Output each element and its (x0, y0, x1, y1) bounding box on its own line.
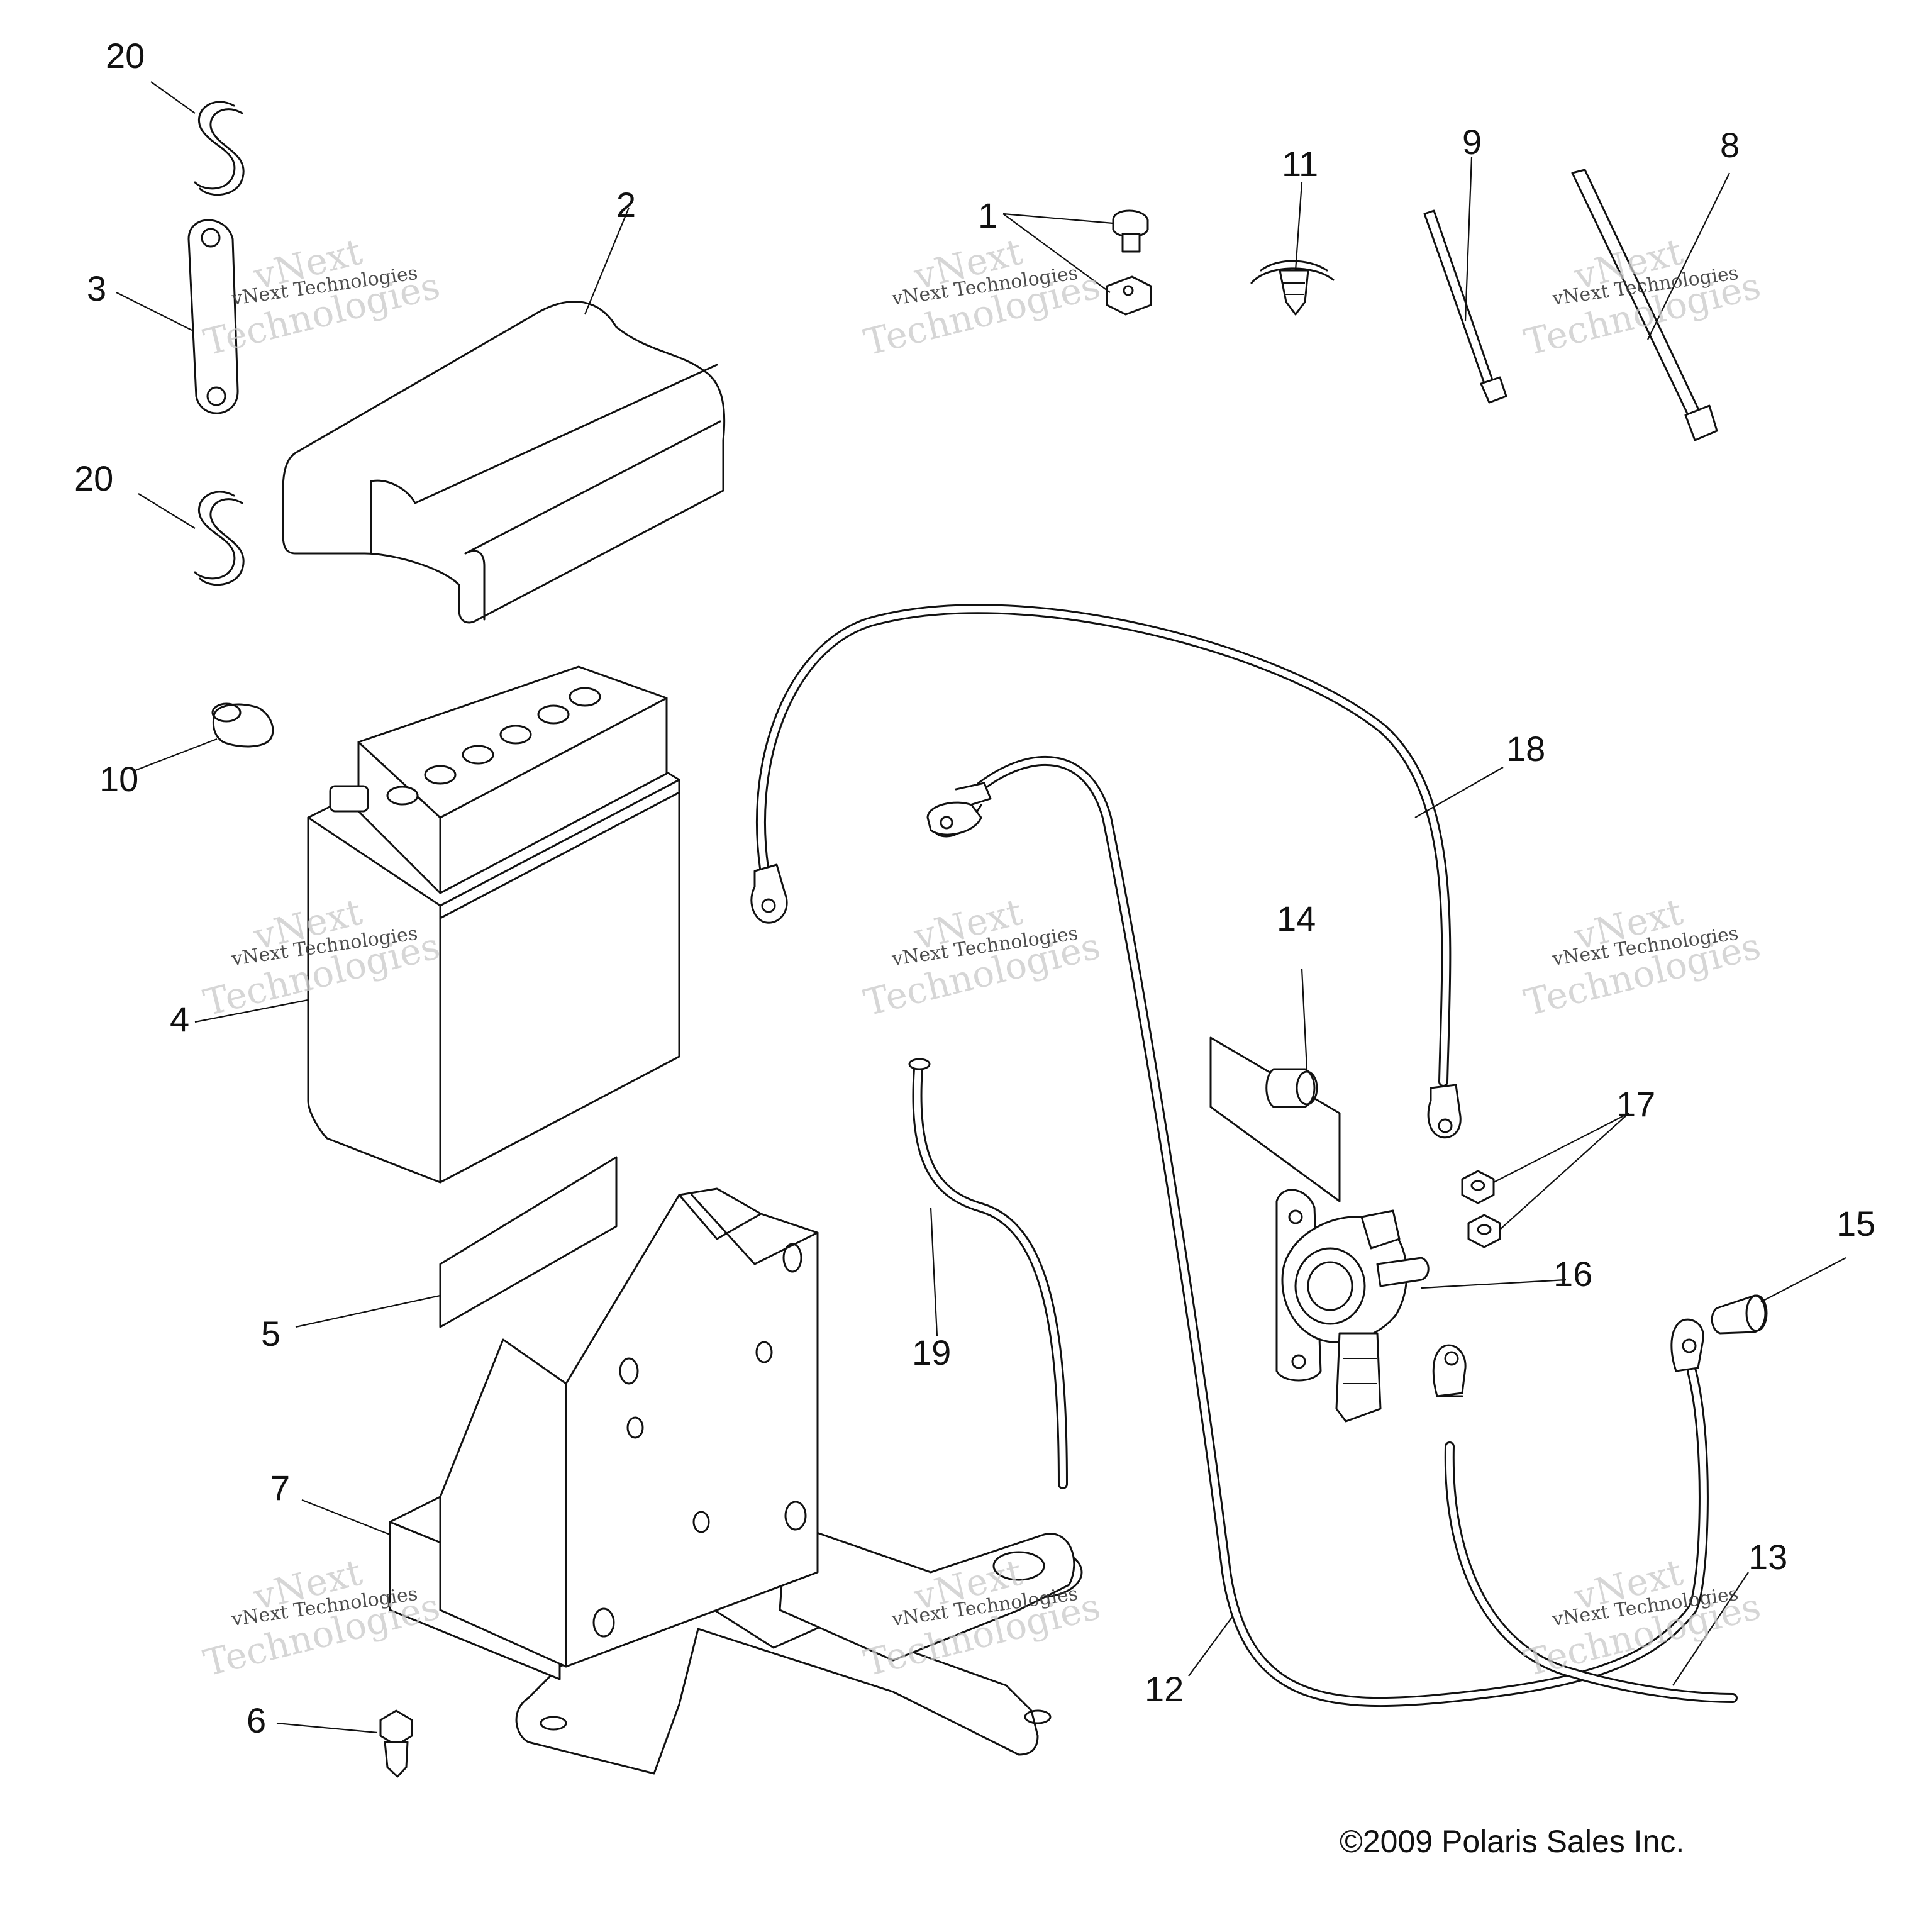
watermark-middle-center: vNext vNext Technologies Technologies (860, 891, 1104, 1024)
callout-15: 15 (1836, 1204, 1875, 1243)
battery-cell-caps (386, 687, 601, 806)
callout-labels: 20 2 3 20 1 11 9 8 10 18 4 14 17 15 16 5… (74, 36, 1875, 1740)
watermark-top-center: vNext vNext Technologies Technologies (860, 230, 1104, 364)
part-19-vent-hose (908, 1058, 1068, 1489)
callout-18: 18 (1506, 729, 1545, 769)
part-17-nuts (1461, 1170, 1501, 1248)
callout-5: 5 (261, 1314, 280, 1353)
watermark-middle-right: vNext vNext Technologies Technologies (1520, 891, 1765, 1024)
callout-7: 7 (270, 1468, 290, 1507)
callout-13: 13 (1748, 1537, 1787, 1577)
callout-19: 19 (912, 1333, 951, 1372)
part-20-s-hook-upper (194, 101, 245, 196)
part-15-plug (1711, 1294, 1768, 1335)
watermark-bottom-right: vNext vNext Technologies Technologies (1520, 1551, 1765, 1685)
part-13-cable (1432, 1344, 1738, 1703)
callout-11: 11 (1282, 144, 1318, 184)
part-1-screw-and-nut (1106, 209, 1152, 316)
part-11-push-rivet (1250, 260, 1335, 316)
part-8-cable-tie (1571, 169, 1718, 441)
part-20-s-hook-lower (194, 491, 245, 586)
callout-17: 17 (1616, 1084, 1655, 1124)
part-4-battery (307, 665, 680, 1184)
part-10-terminal-cap (211, 702, 274, 748)
part-6-bolt (379, 1709, 413, 1778)
callout-4: 4 (170, 999, 189, 1039)
callout-3: 3 (87, 269, 106, 308)
callout-10: 10 (99, 759, 138, 799)
part-3-battery-strap (187, 219, 239, 414)
callout-8: 8 (1720, 125, 1740, 165)
watermark-top-left: vNext vNext Technologies Technologies (199, 230, 444, 364)
part-12-cable (926, 755, 1709, 1707)
part-9-cable-tie (1423, 209, 1507, 404)
part-5-battery-pad (439, 1156, 618, 1328)
callout-20-lower: 20 (74, 458, 113, 498)
part-18-cable (750, 604, 1462, 1139)
callout-20-upper: 20 (106, 36, 145, 75)
callout-6: 6 (247, 1701, 266, 1740)
callout-9: 9 (1462, 122, 1482, 162)
part-7-battery-box (389, 1187, 1083, 1775)
watermark-middle-left: vNext vNext Technologies Technologies (199, 891, 444, 1024)
callout-1: 1 (978, 196, 997, 235)
copyright-text: ©2009 Polaris Sales Inc. (1340, 1824, 1684, 1859)
part-14-plug (1209, 1036, 1341, 1202)
part-2-battery-cover (282, 301, 726, 624)
part-16-starter-solenoid (1275, 1189, 1430, 1423)
callout-16: 16 (1553, 1254, 1592, 1294)
leader-lines (116, 81, 1846, 1734)
watermark-top-right: vNext vNext Technologies Technologies (1520, 230, 1765, 364)
callout-12: 12 (1145, 1669, 1184, 1709)
callout-14: 14 (1277, 899, 1316, 938)
callout-2: 2 (616, 185, 636, 225)
